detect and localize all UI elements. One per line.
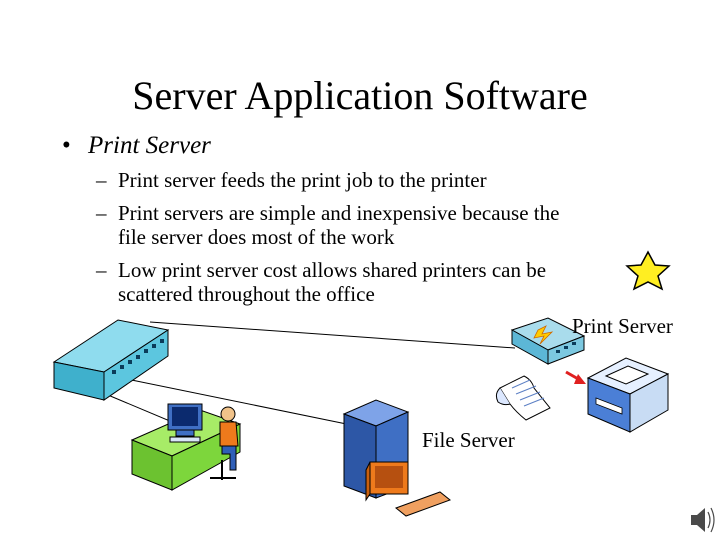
star-icon[interactable] xyxy=(627,252,669,289)
file-server-label: File Server xyxy=(422,428,515,452)
speaker-icon[interactable] xyxy=(691,508,714,532)
print-job-icon xyxy=(496,376,550,420)
file-server-icon xyxy=(344,400,450,516)
arrow-icon xyxy=(566,372,586,384)
workstation-icon xyxy=(132,404,240,490)
print-server-label: Print Server xyxy=(572,314,673,338)
printer-icon xyxy=(588,358,668,432)
hub-icon xyxy=(54,320,168,400)
